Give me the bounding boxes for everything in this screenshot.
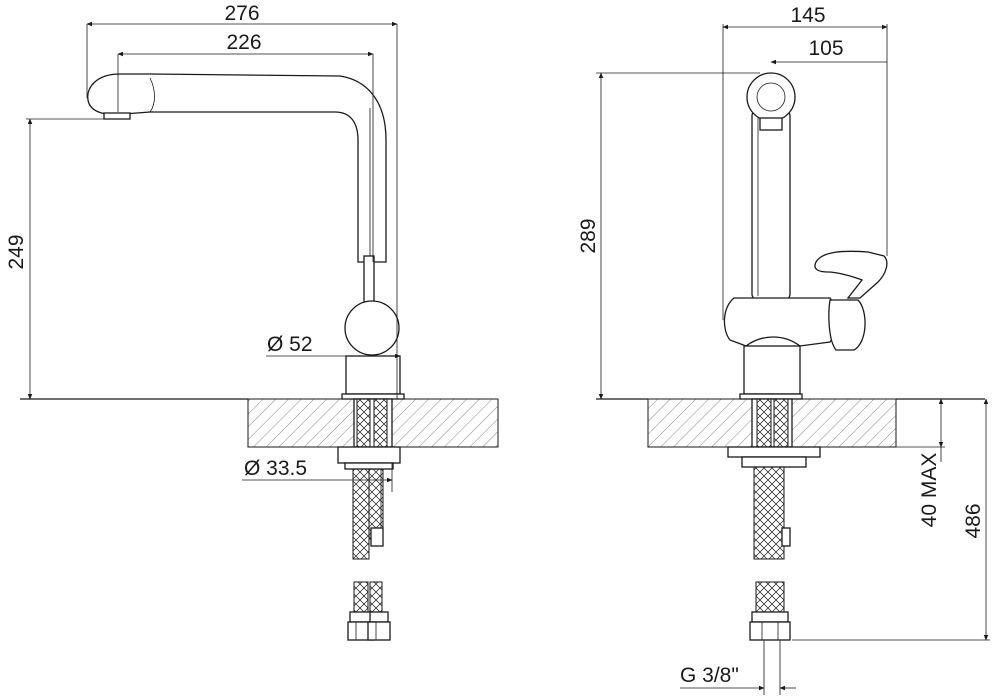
front-spout xyxy=(87,73,387,263)
dim-total-height: 289 xyxy=(577,218,600,253)
dim-side-width-center: 105 xyxy=(808,37,843,60)
front-body-circle xyxy=(344,300,400,356)
front-aerator xyxy=(103,112,131,120)
side-spout-head xyxy=(746,72,796,122)
side-view: 145 105 289 40 MAX 486 G 3/8" xyxy=(577,4,990,695)
front-fixing-nut xyxy=(337,446,401,464)
dim-spout-reach-center: 226 xyxy=(226,31,261,54)
side-lever xyxy=(814,250,888,299)
dim-side-width-total: 145 xyxy=(790,4,825,27)
dim-overall-length: 486 xyxy=(962,503,985,538)
side-fixing-nut xyxy=(727,446,821,458)
dim-shank-diameter: Ø 33.5 xyxy=(244,457,307,480)
dim-body-diameter: Ø 52 xyxy=(267,333,313,356)
front-hose-left xyxy=(352,468,370,560)
side-hose xyxy=(753,466,785,560)
dim-spout-height: 249 xyxy=(5,234,28,269)
dim-connection-thread: G 3/8" xyxy=(680,664,739,687)
dim-spout-reach-total: 276 xyxy=(224,2,259,25)
dim-max-worktop: 40 MAX xyxy=(918,453,941,528)
front-view: 276 226 249 Ø 52 Ø 33.5 xyxy=(5,2,499,641)
front-base xyxy=(345,355,401,395)
side-body xyxy=(723,297,837,347)
